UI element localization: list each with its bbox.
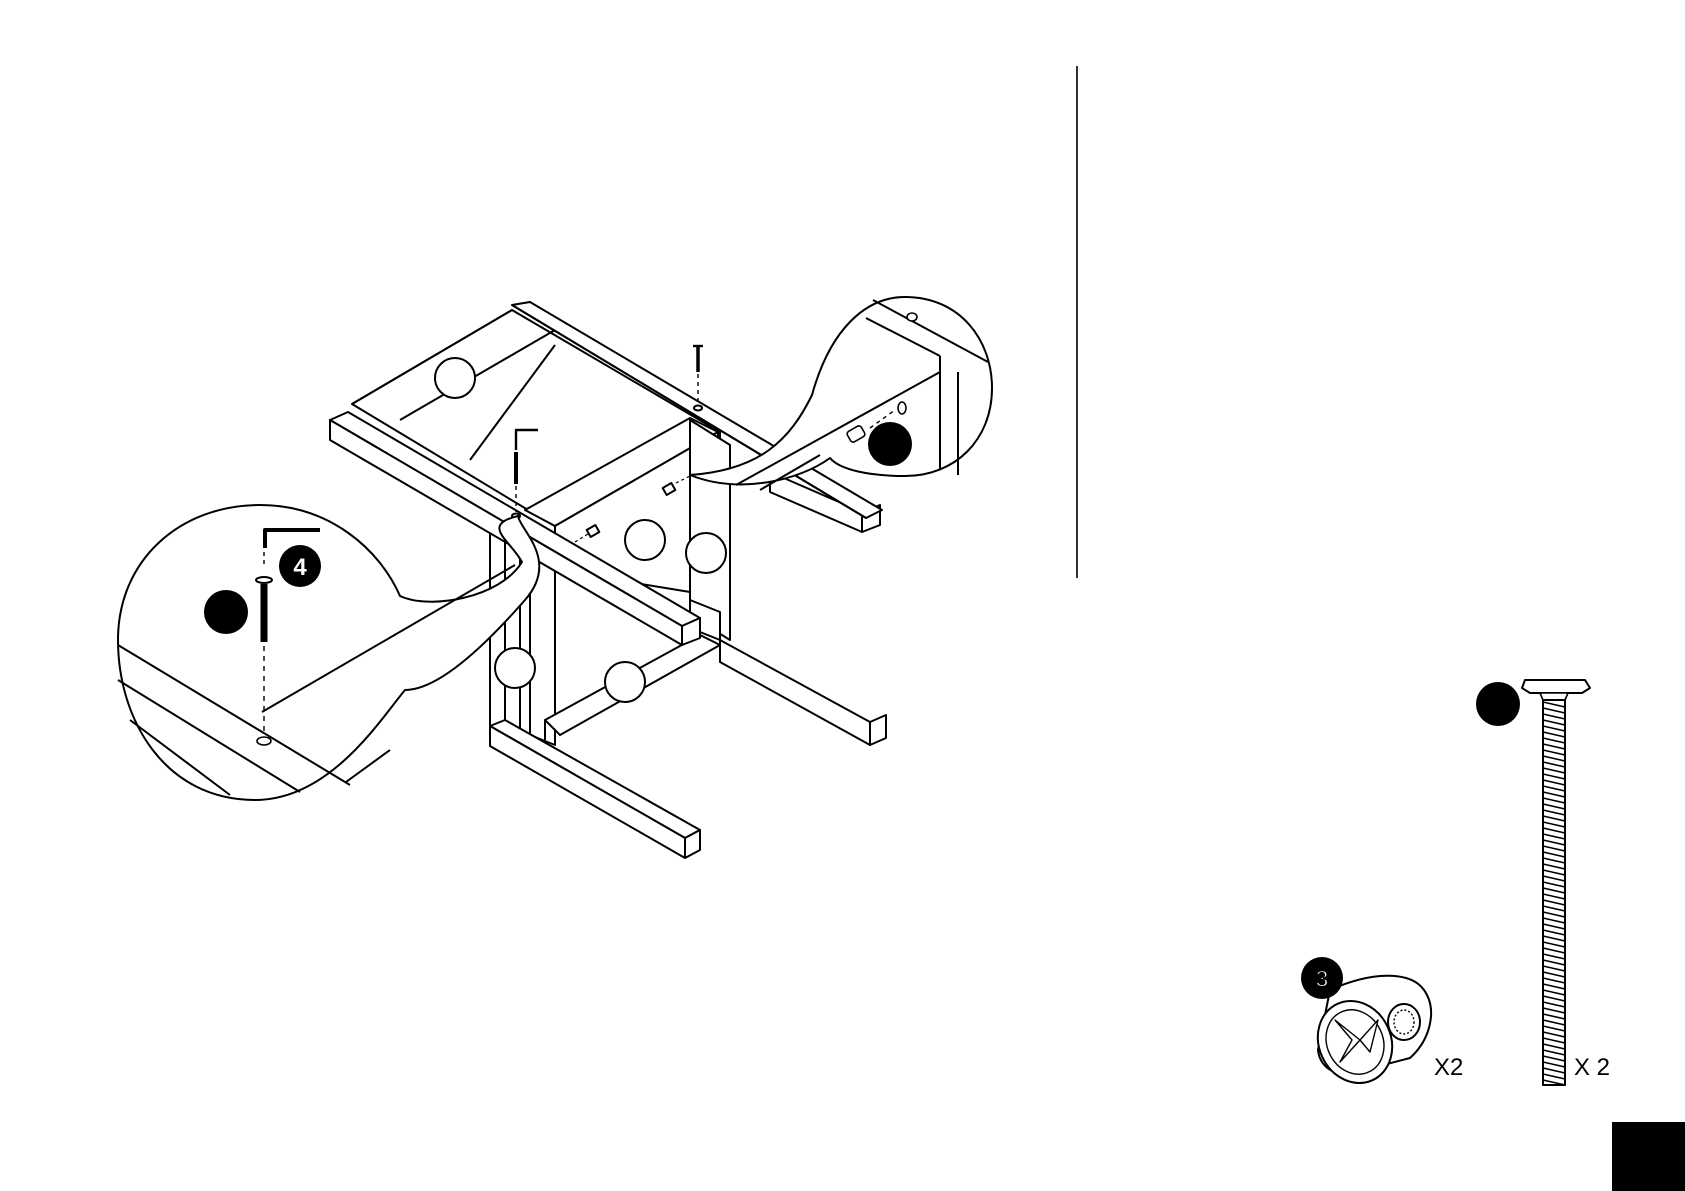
hardware-long-bolt [1476, 680, 1590, 1085]
part-bubble [625, 520, 665, 560]
leg-lower-front [490, 720, 700, 858]
part-bubble [435, 358, 475, 398]
leg-lower-right [720, 640, 886, 745]
part-badge-3-label: 3 [1315, 966, 1328, 993]
quantity-cam-nut: X2 [1434, 1054, 1463, 1081]
part-bubble [495, 648, 535, 688]
page-marker [1612, 1122, 1685, 1191]
part-badge-4-label: 4 [293, 554, 307, 581]
part-badge-bolt [204, 590, 248, 634]
part-bubble [686, 533, 726, 573]
zoom-callout-right [690, 297, 992, 490]
assembly-illustration [330, 302, 886, 858]
zoom-callout-left: 4 [118, 505, 539, 800]
part-badge-bolt-list [1476, 682, 1520, 726]
part-bubble [605, 662, 645, 702]
quantity-long-bolt: X 2 [1574, 1054, 1610, 1081]
part-badge-zoom-right [868, 422, 912, 466]
leg-front-left [490, 530, 520, 750]
